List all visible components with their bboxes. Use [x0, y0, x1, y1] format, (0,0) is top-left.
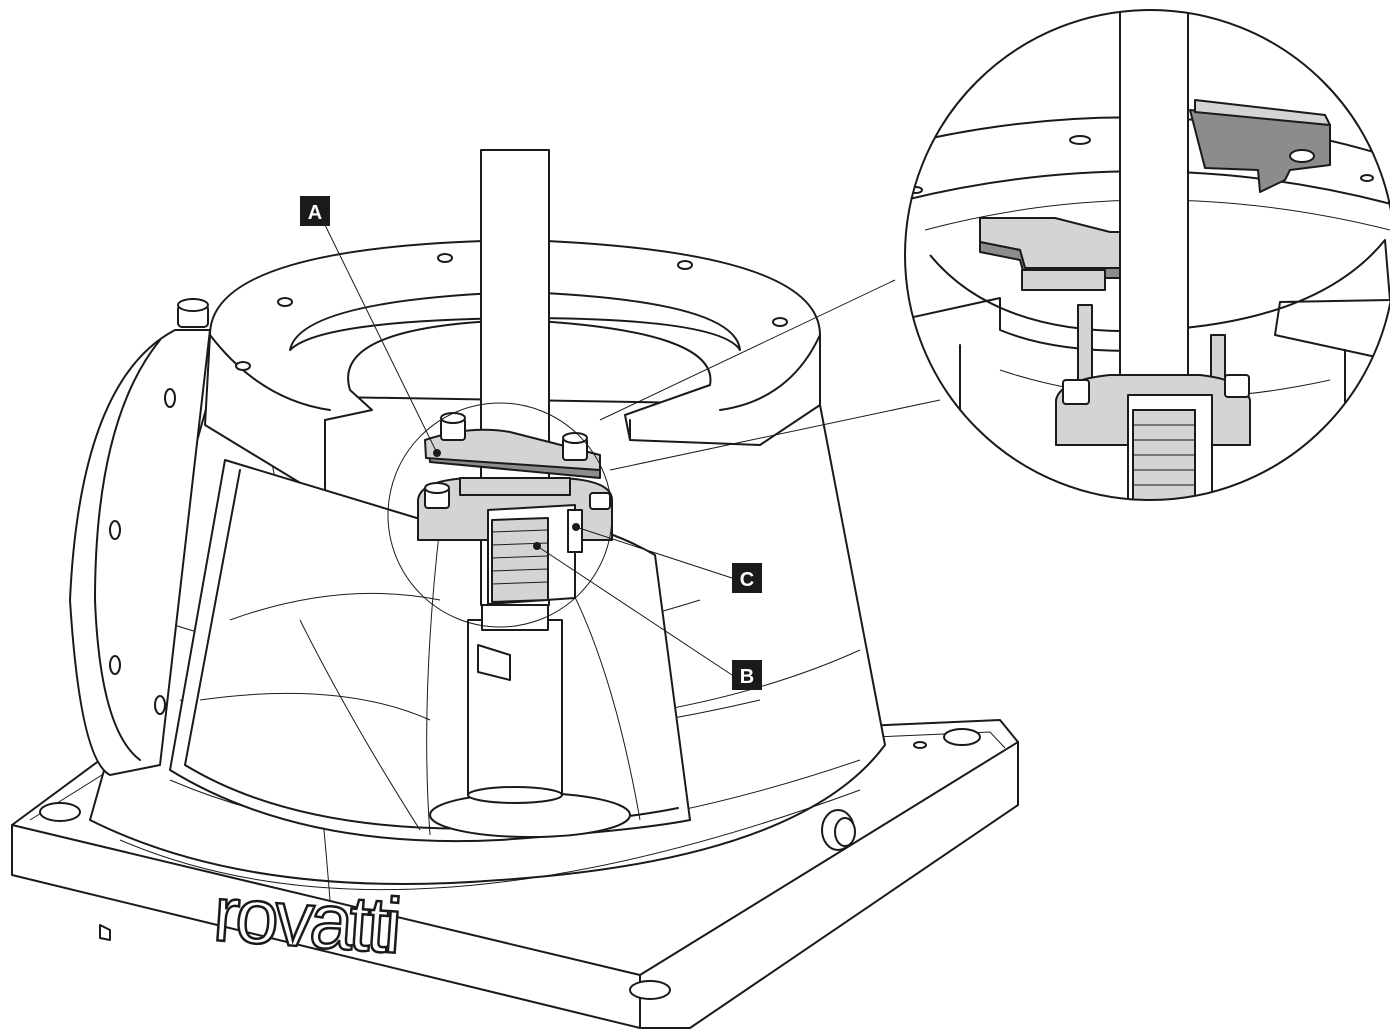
- seal-assembly: [417, 412, 613, 605]
- top-flange: [204, 239, 821, 499]
- leader-line-b: [536, 545, 733, 676]
- callout-b: B: [732, 660, 762, 690]
- zoom-connector-top: [599, 279, 896, 421]
- callout-c: C: [732, 563, 762, 593]
- leader-line-c: [575, 526, 733, 579]
- callout-a: A: [300, 196, 330, 226]
- callout-a-label: A: [308, 202, 322, 224]
- side-flange: [69, 298, 211, 776]
- zoom-connector-bottom: [609, 399, 941, 471]
- pump-shaft: [467, 149, 563, 804]
- brand-logo: rovatti: [211, 869, 401, 970]
- callout-b-label: B: [740, 666, 754, 688]
- callout-c-label: C: [740, 569, 754, 591]
- leader-line-a: [324, 224, 438, 454]
- zoom-inset: [904, 9, 1390, 501]
- detail-circle: [387, 402, 613, 628]
